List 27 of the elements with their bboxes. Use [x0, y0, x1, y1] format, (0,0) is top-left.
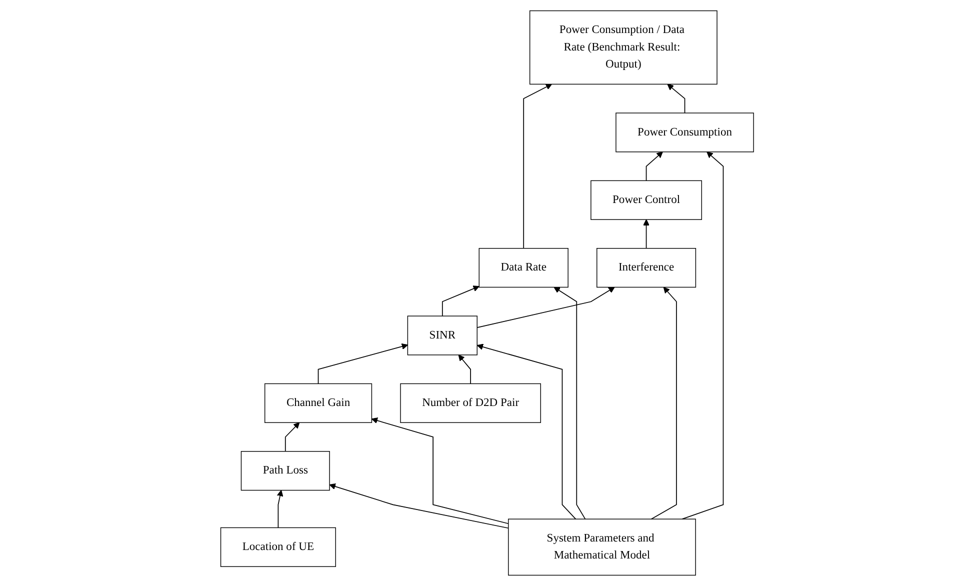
arrow — [643, 219, 650, 249]
node-box: Channel Gain — [264, 383, 372, 423]
arrow — [458, 354, 472, 384]
node-box: Path Loss — [241, 451, 330, 491]
arrow — [442, 286, 480, 316]
node-box: Interference — [596, 248, 696, 288]
node-box: Power Control — [590, 180, 702, 220]
node-box: Location of UE — [220, 527, 336, 567]
node-box: SINR — [408, 316, 478, 356]
node-box: Power Consumption / Data Rate (Benchmark Result: Output) — [530, 10, 718, 85]
node-box: Data Rate — [479, 248, 569, 288]
node-box: Power Consumption — [616, 112, 754, 152]
arrow — [285, 422, 300, 452]
arrow — [477, 286, 616, 328]
arrow — [330, 483, 510, 529]
arrow — [646, 152, 664, 182]
arrow — [668, 84, 686, 114]
arrow — [682, 152, 724, 520]
arrow — [477, 344, 576, 520]
node-box: System Parameters and Mathematical Model — [508, 518, 696, 576]
arrow — [651, 286, 678, 520]
arrow — [277, 490, 284, 528]
arrow — [554, 286, 586, 520]
arrow — [372, 417, 510, 524]
arrow — [524, 84, 552, 249]
arrow — [318, 343, 408, 384]
node-box: Number of D2D Pair — [400, 383, 542, 423]
